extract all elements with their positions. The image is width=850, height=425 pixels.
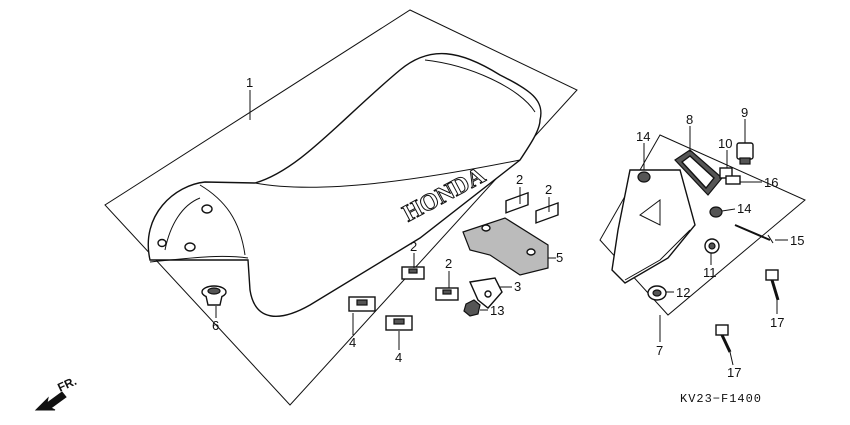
clip-part-2 (401, 191, 559, 301)
callout-4: 4 (395, 350, 402, 365)
grommet-part-6 (201, 285, 227, 306)
bolt-part-16 (725, 175, 741, 185)
bracket-part-3 (468, 277, 503, 309)
callout-17: 17 (727, 365, 741, 380)
callout-2: 2 (410, 239, 417, 254)
front-direction-label: FR. (55, 374, 78, 395)
bolt-part-17 (715, 269, 780, 353)
callout-14: 14 (636, 129, 650, 144)
nut-part-11 (704, 238, 720, 254)
seat: HONDA (147, 52, 542, 317)
collar-part-9 (736, 142, 754, 165)
callout-13: 13 (490, 303, 504, 318)
cover-assembly-frame (599, 134, 806, 316)
seat-assembly-frame (104, 9, 578, 406)
nut-part-13 (463, 299, 481, 317)
callout-16: 16 (764, 175, 778, 190)
figure-code: KV23−F1400 (680, 392, 762, 406)
nut-part-12 (647, 285, 667, 301)
clip-part-4 (348, 296, 413, 331)
callout-10: 10 (718, 136, 732, 151)
callout-4: 4 (349, 335, 356, 350)
callout-7: 7 (656, 343, 663, 358)
callout-1: 1 (246, 75, 253, 90)
callout-2: 2 (516, 172, 523, 187)
callout-3: 3 (514, 279, 521, 294)
callout-11: 11 (703, 265, 717, 280)
leader-lines (215, 90, 788, 366)
front-direction-arrow: FR. (34, 374, 79, 411)
callout-5: 5 (556, 250, 563, 265)
callout-labels: 1 2 2 2 2 3 4 4 5 6 7 8 9 10 11 12 13 14… (212, 75, 804, 380)
callout-6: 6 (212, 318, 219, 333)
callout-9: 9 (741, 105, 748, 120)
cover-part-7 (611, 169, 696, 284)
washer-part-14 (637, 171, 723, 218)
callout-12: 12 (676, 285, 690, 300)
callout-2: 2 (445, 256, 452, 271)
callout-17: 17 (770, 315, 784, 330)
cushion-part-5 (462, 217, 549, 276)
pin-part-15 (734, 224, 774, 244)
callout-8: 8 (686, 112, 693, 127)
callout-15: 15 (790, 233, 804, 248)
callout-2: 2 (545, 182, 552, 197)
callout-14: 14 (737, 201, 751, 216)
